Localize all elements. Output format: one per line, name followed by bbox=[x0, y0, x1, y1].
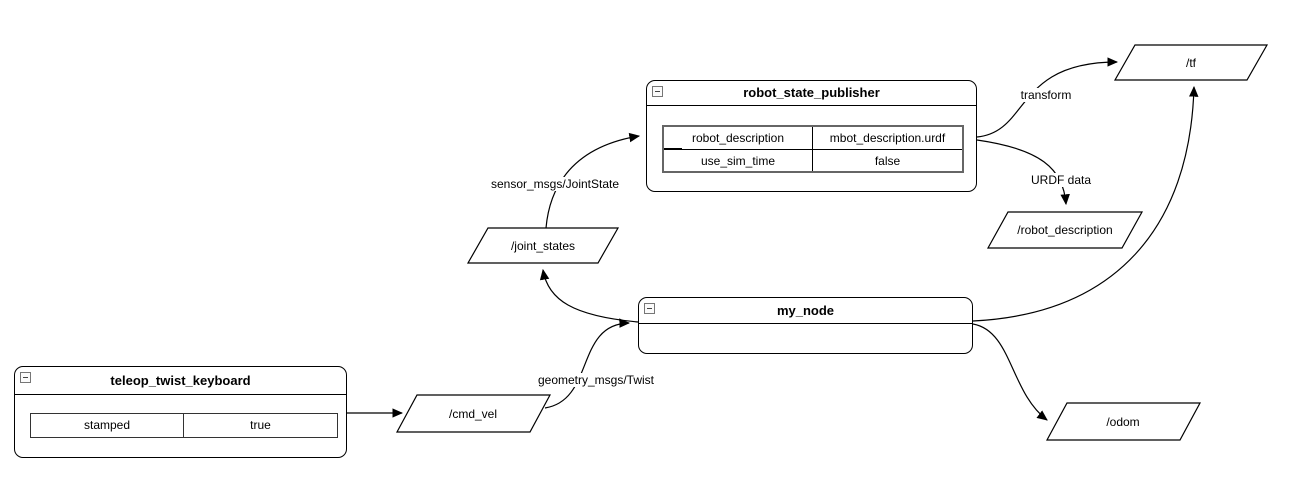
collapse-icon[interactable] bbox=[644, 303, 655, 314]
edge-cmd-vel-to-my-node[interactable] bbox=[544, 318, 631, 409]
edge-label-geometry-msgs-twist[interactable]: geometry_msgs/Twist bbox=[535, 373, 657, 387]
topic-label-joint-states: /joint_states bbox=[510, 239, 576, 253]
edge-joint-states-to-rsp[interactable] bbox=[545, 132, 641, 229]
topic-robot-description-shape[interactable] bbox=[986, 211, 1144, 249]
edge-my-node-to-tf[interactable] bbox=[972, 85, 1199, 322]
param-value-cell: false bbox=[813, 149, 962, 171]
param-name-cell: robot_description bbox=[664, 127, 813, 149]
edge-label-urdf-data[interactable]: URDF data bbox=[1028, 173, 1094, 187]
edge-rsp-to-robot-description[interactable] bbox=[976, 139, 1070, 206]
node-title-text: teleop_twist_keyboard bbox=[110, 373, 251, 388]
collapse-icon[interactable] bbox=[652, 86, 663, 97]
topic-label-robot-description: /robot_description bbox=[1017, 223, 1113, 237]
node-robot-state-publisher[interactable]: robot_state_publisher robot_description … bbox=[646, 80, 977, 192]
row-divider-accent bbox=[664, 148, 682, 150]
node-title: teleop_twist_keyboard bbox=[15, 367, 346, 395]
param-name-cell: use_sim_time bbox=[664, 149, 813, 171]
node-title: robot_state_publisher bbox=[647, 81, 976, 106]
edge-my-node-to-odom[interactable] bbox=[972, 323, 1048, 421]
node-title-text: robot_state_publisher bbox=[743, 85, 880, 100]
param-table: stamped true bbox=[30, 413, 338, 438]
node-teleop-twist-keyboard[interactable]: teleop_twist_keyboard stamped true bbox=[14, 366, 347, 458]
topic-label-cmd-vel: /cmd_vel bbox=[448, 407, 498, 421]
topic-label-odom: /odom bbox=[1106, 415, 1140, 429]
node-my-node[interactable]: my_node bbox=[638, 297, 973, 354]
topic-odom-shape[interactable] bbox=[1045, 402, 1202, 441]
topic-cmd-vel-shape[interactable] bbox=[395, 394, 552, 433]
param-value-cell: mbot_description.urdf bbox=[829, 131, 946, 145]
edge-my-node-to-joint-states[interactable] bbox=[539, 268, 639, 323]
topic-joint-states-shape[interactable] bbox=[466, 227, 620, 264]
param-table: robot_description mbot_description.urdf … bbox=[662, 125, 964, 173]
topic-tf-shape[interactable] bbox=[1113, 44, 1269, 81]
edge-label-sensor-msgs-jointstate[interactable]: sensor_msgs/JointState bbox=[488, 177, 622, 191]
node-title: my_node bbox=[639, 298, 972, 324]
topic-label-tf: /tf bbox=[1185, 56, 1197, 70]
collapse-icon[interactable] bbox=[20, 372, 31, 383]
param-name-cell: stamped bbox=[31, 414, 184, 437]
edge-label-transform[interactable]: transform bbox=[1018, 88, 1074, 102]
node-title-text: my_node bbox=[776, 303, 835, 318]
param-value-cell: true bbox=[250, 418, 271, 432]
